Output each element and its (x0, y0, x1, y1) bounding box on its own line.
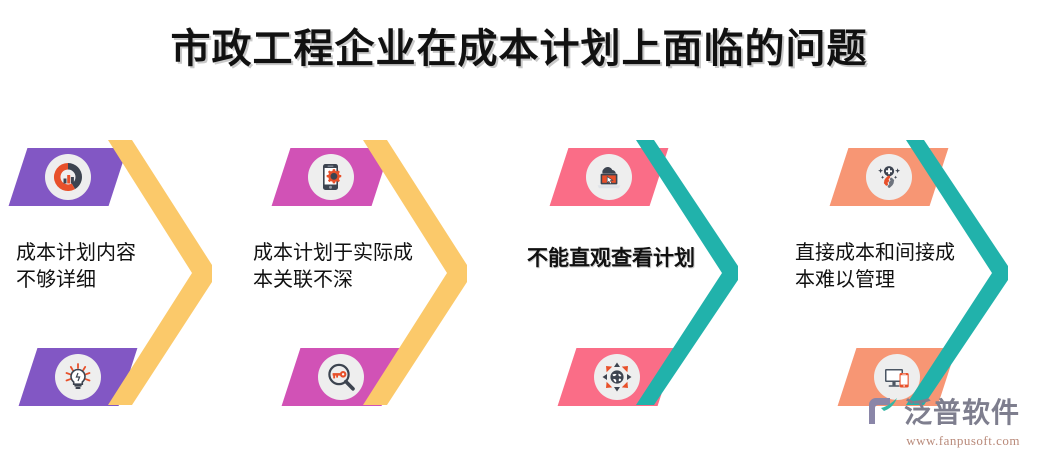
caption-line-2: 不够详细 (16, 269, 96, 291)
brand-logo: 泛普软件 www.fanpusoft.com (860, 396, 1020, 450)
icon-tile-3-top (549, 148, 669, 206)
flow-step-2-caption: 成本计划于实际成 本关联不深 (253, 240, 468, 294)
icon-tile-1-bottom (18, 348, 138, 406)
flow-step-3: 不能直观查看计划 (515, 140, 775, 410)
icon-tile-3-bottom (557, 348, 677, 406)
page-title: 市政工程企业在成本计划上面临的问题 (170, 26, 868, 71)
caption-line-2: 本关联不深 (253, 269, 353, 291)
icon-tile-2-bottom (281, 348, 401, 406)
flow-step-1-caption: 成本计划内容 不够详细 (16, 240, 221, 294)
chevron-arrow-4 (898, 140, 1028, 405)
flow-step-3-caption: 不能直观查看计划 (527, 245, 757, 272)
icon-tile-4-bottom (837, 348, 957, 406)
chevron-arrow-2 (355, 140, 485, 405)
key-search-icon (318, 354, 364, 400)
lightbulb-icon (55, 354, 101, 400)
globe-arrows-icon (594, 354, 640, 400)
caption-line-1: 不能直观查看计划 (527, 246, 695, 270)
logo-brand-text: 泛普软件 (903, 397, 1020, 429)
cloud-laptop-icon (586, 154, 632, 200)
caption-line-1: 成本计划于实际成 (253, 242, 413, 264)
flow-step-1: 成本计划内容 不够详细 (6, 140, 266, 410)
caption-line-2: 本难以管理 (795, 269, 895, 291)
icon-tile-2-top (271, 148, 391, 206)
flow-step-4: 直接成本和间接成 本难以管理 (785, 140, 1038, 410)
donut-chart-icon (45, 154, 91, 200)
fanpu-logo-mark (866, 396, 900, 431)
link-plus-icon (866, 154, 912, 200)
icon-tile-4-top (829, 148, 949, 206)
icon-tile-1-top (8, 148, 128, 206)
logo-row: 泛普软件 (860, 396, 1020, 431)
flow-step-4-caption: 直接成本和间接成 本难以管理 (795, 240, 1013, 294)
smartphone-gear-icon (308, 154, 354, 200)
devices-icon (874, 354, 920, 400)
flow-step-2: 成本计划于实际成 本关联不深 (245, 140, 505, 410)
caption-line-1: 直接成本和间接成 (795, 242, 955, 264)
chevron-arrow-1 (100, 140, 230, 405)
logo-url-text: www.fanpusoft.com (906, 433, 1020, 448)
chevron-arrow-3 (628, 140, 758, 405)
caption-line-1: 成本计划内容 (16, 242, 136, 264)
